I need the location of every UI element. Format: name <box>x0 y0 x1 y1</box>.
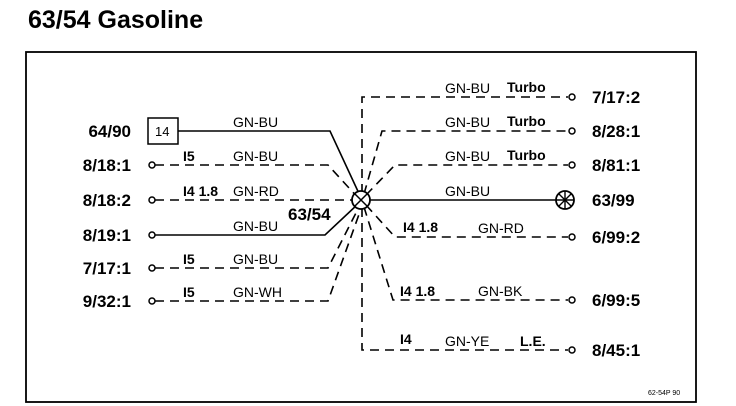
variant-note2-8-45-1: L.E. <box>520 333 546 349</box>
terminal-7-17-2-circle <box>568 93 576 101</box>
wire-color-8-18-1: GN-BU <box>233 148 278 164</box>
terminal-label-8-18-2: 8/18:2 <box>83 191 131 210</box>
variant-note-8-81-1: Turbo <box>507 147 546 163</box>
diagram-title: 63/54 Gasoline <box>28 6 203 34</box>
terminal-label-63-99: 63/99 <box>592 191 635 210</box>
terminal-label-8-81-1: 8/81:1 <box>592 156 640 175</box>
wire-8-45-1 <box>361 208 568 351</box>
junction-label: 63/54 <box>288 205 331 224</box>
wire-64-90 <box>178 130 363 201</box>
terminal-8-18-1-circle <box>148 161 156 169</box>
wire-8-19-1 <box>155 203 359 236</box>
wire-8-18-1 <box>155 164 361 201</box>
wire-color-8-81-1: GN-BU <box>445 148 490 164</box>
wire-6-99-2 <box>365 204 568 238</box>
terminal-label-6-99-2: 6/99:2 <box>592 228 640 247</box>
terminal-8-19-1-circle <box>148 231 156 239</box>
wire-color-8-45-1: GN-YE <box>445 333 489 349</box>
wire-color-63-99: GN-BU <box>445 183 490 199</box>
wire-color-8-28-1: GN-BU <box>445 114 490 130</box>
wire-8-28-1 <box>363 130 568 195</box>
terminal-label-6-99-5: 6/99:5 <box>592 291 640 310</box>
variant-note-8-28-1: Turbo <box>507 113 546 129</box>
terminal-label-8-18-1: 8/18:1 <box>83 156 131 175</box>
junction-63-54 <box>351 190 371 210</box>
engine-note-8-18-1: I5 <box>183 148 195 164</box>
variant-note-7-17-2: Turbo <box>507 79 546 95</box>
wire-6-99-5 <box>363 206 568 301</box>
wire-color-7-17-1: GN-BU <box>233 251 278 267</box>
terminal-8-28-1-circle <box>568 127 576 135</box>
wire-color-6-99-5: GN-BK <box>478 283 523 299</box>
wire-color-8-19-1: GN-BU <box>233 218 278 234</box>
terminal-label-9-32-1: 9/32:1 <box>83 292 131 311</box>
terminal-8-18-2-circle <box>148 196 156 204</box>
terminal-label-7-17-1: 7/17:1 <box>83 259 131 278</box>
variant-note-8-45-1: I4 <box>400 331 412 347</box>
connector-box <box>147 117 179 145</box>
wire-color-6-99-2: GN-RD <box>478 220 524 236</box>
reference-code: 62-54P 90 <box>648 390 680 397</box>
wire-7-17-1 <box>155 204 361 269</box>
terminal-label-7-17-2: 7/17:2 <box>592 88 640 107</box>
wire-7-17-2 <box>361 96 568 193</box>
terminal-label-8-45-1: 8/45:1 <box>592 341 640 360</box>
terminal-9-32-1-circle <box>148 297 156 305</box>
variant-note-6-99-5: I4 1.8 <box>400 283 435 299</box>
terminal-6-99-2-circle <box>568 233 576 241</box>
terminal-label-64-90: 64/90 <box>88 122 131 141</box>
wire-9-32-1 <box>155 205 363 302</box>
wire-color-9-32-1: GN-WH <box>233 284 282 300</box>
diagram-frame <box>25 51 697 403</box>
engine-note-9-32-1: I5 <box>183 284 195 300</box>
engine-note-8-18-2: I4 1.8 <box>183 183 218 199</box>
terminal-8-81-1-circle <box>568 161 576 169</box>
terminal-8-45-1-circle <box>568 346 576 354</box>
terminal-7-17-1-circle <box>148 264 156 272</box>
wire-8-81-1 <box>365 164 568 196</box>
connector-box-label: 14 <box>155 124 169 139</box>
terminal-label-8-19-1: 8/19:1 <box>83 226 131 245</box>
engine-note-7-17-1: I5 <box>183 251 195 267</box>
wire-color-64-90: GN-BU <box>233 114 278 130</box>
terminal-label-8-28-1: 8/28:1 <box>592 122 640 141</box>
terminal-63-99-symbol <box>555 190 575 210</box>
variant-note-6-99-2: I4 1.8 <box>403 219 438 235</box>
wire-color-7-17-2: GN-BU <box>445 80 490 96</box>
wire-color-8-18-2: GN-RD <box>233 183 279 199</box>
terminal-6-99-5-circle <box>568 296 576 304</box>
